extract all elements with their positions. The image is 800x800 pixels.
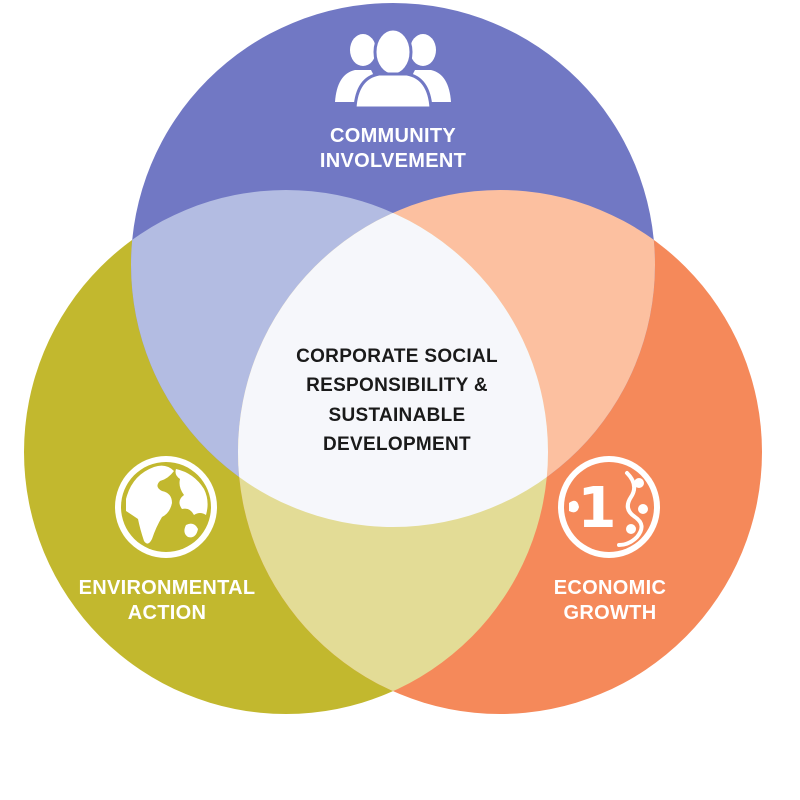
economic-growth-line-2: GROWTH: [563, 602, 657, 624]
environmental-action-line-2: ACTION: [127, 602, 207, 624]
globe-icon: [115, 456, 217, 558]
center-line-1: CORPORATE SOCIAL: [296, 346, 498, 367]
center-label: CORPORATE SOCIAL RESPONSIBILITY & SUSTAI…: [272, 342, 522, 460]
center-line-4: DEVELOPMENT: [323, 434, 471, 456]
center-line-3: SUSTAINABLE: [328, 404, 466, 426]
environmental-action-line-1: ENVIRONMENTAL: [78, 577, 256, 599]
community-involvement-label: COMMUNITY INVOLVEMENT: [293, 124, 493, 174]
svg-text:1: 1: [578, 476, 617, 541]
community-involvement-line-2: INVOLVEMENT: [319, 150, 467, 172]
economic-growth-line-1: ECONOMIC: [553, 577, 667, 599]
people-group-icon: [335, 27, 451, 110]
community-involvement-line-1: COMMUNITY: [329, 125, 457, 147]
center-overlap: [238, 190, 548, 527]
coin-icon: 1: [558, 456, 660, 558]
center-line-2: RESPONSIBILITY &: [306, 375, 488, 397]
environmental-action-label: ENVIRONMENTAL ACTION: [56, 576, 278, 626]
economic-growth-label: ECONOMIC GROWTH: [510, 576, 710, 626]
